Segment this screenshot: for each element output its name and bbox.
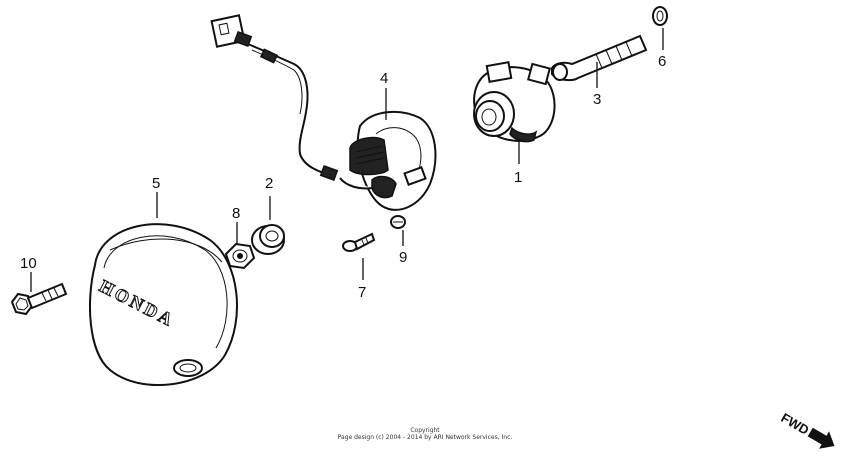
callout-2: 2 xyxy=(265,175,273,192)
callout-9: 9 xyxy=(399,249,407,266)
callout-4: 4 xyxy=(380,70,388,87)
callout-3: 3 xyxy=(593,91,601,108)
copyright-line-2: Page design (c) 2004 - 2014 by ARI Netwo… xyxy=(337,434,513,441)
callout-10: 10 xyxy=(20,255,37,272)
forward-label: FWD xyxy=(779,410,812,438)
copyright-notice: Copyright Page design (c) 2004 - 2014 by… xyxy=(300,427,550,441)
rotor-assembly[interactable] xyxy=(473,61,556,143)
copyright-line-1: Copyright xyxy=(410,427,440,434)
stator-wire-harness[interactable] xyxy=(210,14,437,211)
callout-7: 7 xyxy=(358,284,366,301)
callout-8: 8 xyxy=(232,205,240,222)
screw[interactable] xyxy=(342,232,376,252)
small-screw[interactable] xyxy=(390,215,406,229)
o-ring[interactable] xyxy=(652,6,668,26)
callout-5: 5 xyxy=(152,175,160,192)
shaft[interactable] xyxy=(551,34,648,82)
hex-bolt[interactable] xyxy=(10,282,68,316)
nut[interactable] xyxy=(224,242,256,270)
callout-1: 1 xyxy=(514,169,522,186)
generator-cover[interactable]: HONDA xyxy=(88,223,238,387)
forward-arrow-icon: FWD xyxy=(779,410,835,449)
spacer[interactable] xyxy=(251,224,285,255)
callout-6: 6 xyxy=(658,53,666,70)
